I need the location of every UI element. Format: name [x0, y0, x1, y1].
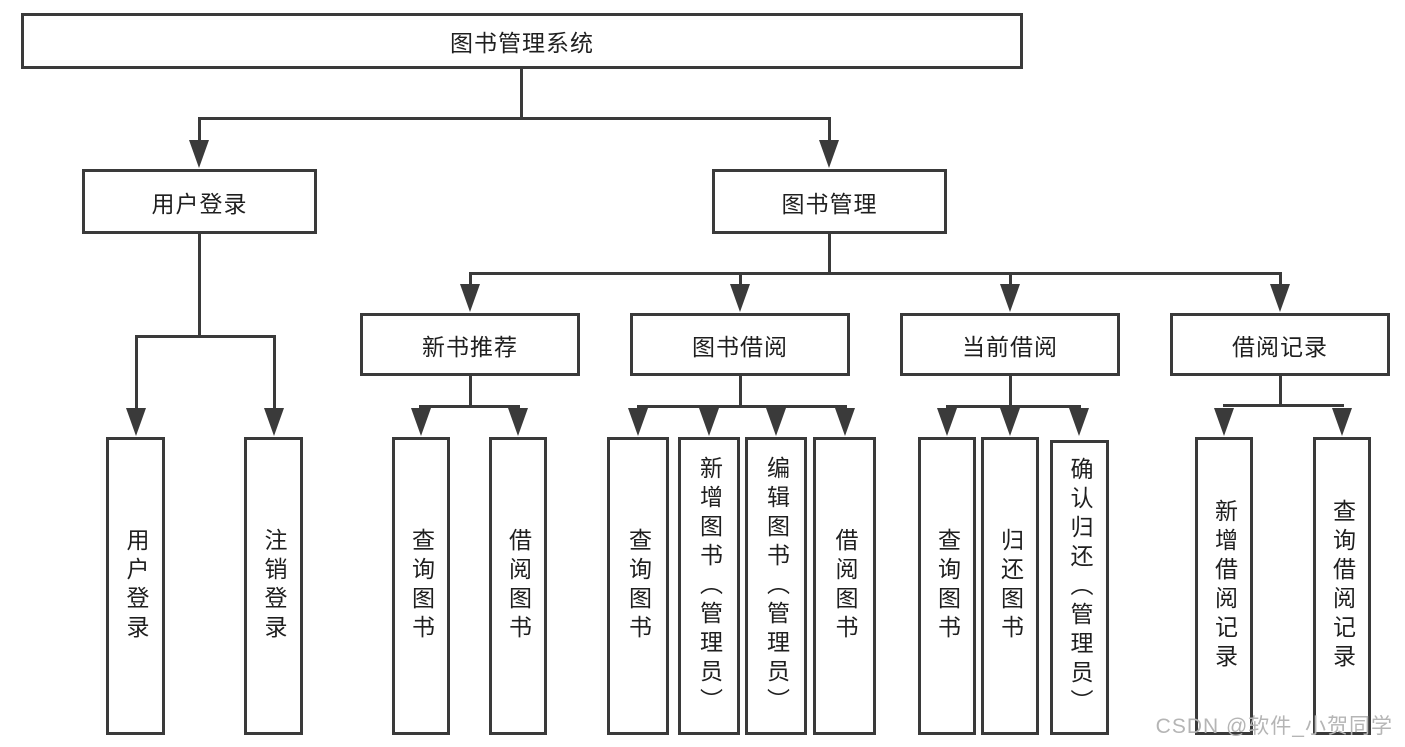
node-borrowing-records: 借阅记录	[1170, 313, 1390, 376]
connector-line	[739, 376, 742, 407]
arrow-down	[264, 408, 284, 436]
arrow-down	[1214, 408, 1234, 436]
arrow-down	[1270, 284, 1290, 312]
arrow-down	[1000, 284, 1020, 312]
leaf-borrow-books: 借阅图书	[813, 437, 876, 735]
node-new-book-recommend: 新书推荐	[360, 313, 580, 376]
connector-line	[198, 117, 201, 142]
leaf-edit-book-admin: 编辑图书（管理员）	[745, 437, 807, 735]
connector-line	[828, 117, 831, 142]
connector-line	[198, 234, 201, 337]
arrow-down	[411, 408, 431, 436]
arrow-down	[508, 408, 528, 436]
connector-line	[273, 335, 276, 410]
leaf-add-borrow-record: 新增借阅记录	[1195, 437, 1253, 735]
connector-line	[946, 405, 1081, 408]
leaf-return-book: 归还图书	[981, 437, 1039, 735]
arrow-down	[835, 408, 855, 436]
node-user-login: 用户登录	[82, 169, 317, 234]
leaf-logout: 注销登录	[244, 437, 303, 735]
node-current-borrowing: 当前借阅	[900, 313, 1120, 376]
connector-line	[135, 335, 276, 338]
leaf-query-books-current: 查询图书	[918, 437, 976, 735]
connector-line	[469, 272, 472, 286]
arrow-down	[766, 408, 786, 436]
arrow-down	[1000, 408, 1020, 436]
connector-line	[1279, 376, 1282, 406]
connector-line	[520, 69, 523, 118]
connector-line	[1223, 404, 1344, 407]
connector-line	[1279, 272, 1282, 286]
connector-line	[739, 272, 742, 286]
arrow-down	[126, 408, 146, 436]
leaf-query-borrow-record: 查询借阅记录	[1313, 437, 1371, 735]
arrow-down	[730, 284, 750, 312]
connector-line	[1009, 376, 1012, 407]
arrow-down	[628, 408, 648, 436]
arrow-down	[1069, 408, 1089, 436]
connector-line	[198, 117, 831, 120]
connector-line	[469, 272, 1282, 275]
arrow-down	[699, 408, 719, 436]
node-book-management: 图书管理	[712, 169, 947, 234]
node-book-borrowing: 图书借阅	[630, 313, 850, 376]
connector-line	[135, 335, 138, 410]
arrow-down	[1332, 408, 1352, 436]
node-root: 图书管理系统	[21, 13, 1023, 69]
connector-line	[637, 405, 847, 408]
leaf-add-book-admin: 新增图书（管理员）	[678, 437, 740, 735]
leaf-query-books-recommend: 查询图书	[392, 437, 450, 735]
arrow-down	[460, 284, 480, 312]
leaf-confirm-return-admin: 确认归还（管理员）	[1050, 440, 1109, 735]
connector-line	[419, 405, 520, 408]
connector-line	[828, 234, 831, 274]
leaf-query-books-borrowing: 查询图书	[607, 437, 669, 735]
leaf-user-login: 用户登录	[106, 437, 165, 735]
arrow-down	[189, 140, 209, 168]
leaf-borrow-books-recommend: 借阅图书	[489, 437, 547, 735]
arrow-down	[937, 408, 957, 436]
arrow-down	[819, 140, 839, 168]
csdn-watermark: CSDN @软件_小贺同学	[1155, 715, 1393, 738]
connector-line	[469, 376, 472, 407]
connector-line	[1009, 272, 1012, 286]
